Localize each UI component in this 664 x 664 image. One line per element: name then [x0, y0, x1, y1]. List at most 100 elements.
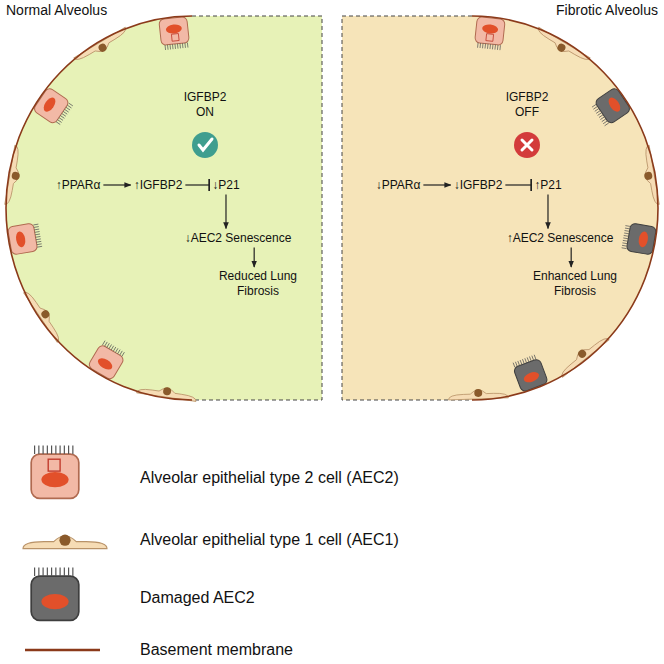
- arrow-connector: [571, 248, 572, 268]
- cilia: [499, 45, 501, 50]
- cilia: [623, 237, 628, 239]
- cilia: [600, 117, 604, 120]
- inhibition-connector: [505, 184, 531, 185]
- cell-nucleus: [59, 535, 70, 546]
- cilia: [55, 568, 56, 577]
- pathway-step: ↑AEC2 Senescence: [504, 229, 617, 248]
- cilia: [172, 44, 174, 49]
- cilia: [480, 43, 482, 48]
- icon-disc: [192, 132, 218, 158]
- cilia: [623, 240, 628, 242]
- cilia: [492, 44, 494, 49]
- cilia: [187, 43, 189, 48]
- cell-nucleus: [40, 309, 51, 320]
- cilia: [485, 44, 487, 49]
- cilia: [593, 106, 597, 109]
- cilia: [47, 446, 48, 455]
- cilia: [530, 357, 532, 362]
- cilia: [34, 229, 39, 231]
- pathway-step: Reduced Lung Fibrosis: [214, 267, 302, 301]
- cilia: [534, 355, 536, 360]
- cilia: [532, 356, 534, 361]
- cilia: [482, 43, 484, 48]
- cilia: [36, 238, 41, 240]
- pathway-step: ↑PPARα: [53, 176, 104, 195]
- cilia: [35, 231, 40, 233]
- cilia: [65, 109, 69, 112]
- alveolus-panel: Fibrotic AlveolusIGFBP2 OFF↓PPARα↓IGFBP2…: [338, 2, 662, 404]
- alveolus-fill: [6, 16, 322, 400]
- arrow-connector: [103, 184, 130, 185]
- legend-entry: Damaged AEC2: [140, 589, 255, 607]
- aec2-cell: [159, 17, 190, 51]
- pathway-step: IGFBP2 OFF: [493, 88, 561, 122]
- legend-entry: Alveolar epithelial type 1 cell (AEC1): [140, 531, 399, 549]
- legend-label: Alveolar epithelial type 1 cell (AEC1): [140, 531, 399, 549]
- legend-label: Damaged AEC2: [140, 589, 255, 607]
- cilia: [487, 44, 489, 49]
- cilia: [489, 44, 491, 49]
- cell-body: [7, 223, 37, 255]
- cell-body: [31, 454, 79, 498]
- cilia: [63, 111, 67, 114]
- cell-nucleus: [474, 389, 482, 397]
- cell-nucleus: [576, 348, 587, 359]
- cilia: [497, 45, 499, 50]
- granule: [171, 34, 179, 42]
- cilia: [603, 121, 607, 124]
- dashed-border: [342, 16, 472, 400]
- arrow-connector: [547, 195, 548, 229]
- cell-body: [24, 288, 65, 343]
- cilia: [520, 360, 522, 365]
- cilia: [60, 446, 61, 455]
- cilia: [103, 341, 106, 345]
- cilia: [625, 228, 630, 230]
- pathway-step: ↓P21: [209, 176, 242, 195]
- cilia: [33, 224, 38, 226]
- cilia: [67, 105, 71, 108]
- cilia: [57, 120, 61, 123]
- cell-nucleus: [522, 370, 540, 384]
- pathway-step: ↑IGFBP2: [131, 176, 186, 195]
- cell-body: [475, 17, 506, 46]
- pathway-step: ↓AEC2 Senescence: [182, 229, 295, 248]
- cilia: [595, 108, 599, 111]
- cilia: [120, 351, 123, 355]
- aec2-icon: [31, 446, 79, 499]
- pathway-step: ↓IGFBP2: [451, 176, 506, 195]
- cell-body: [31, 576, 79, 620]
- pathway-label: ↑AEC2 Senescence: [507, 231, 614, 246]
- pathway-label: Enhanced Lung Fibrosis: [529, 269, 621, 299]
- cilia: [170, 44, 172, 49]
- aec1-cell: [534, 27, 591, 66]
- cell-body: [74, 27, 130, 65]
- cilia: [64, 446, 65, 455]
- cell-nucleus: [15, 231, 27, 248]
- cilia: [62, 113, 66, 116]
- pathway-label: ↑PPARα: [56, 178, 101, 193]
- cilia: [622, 245, 627, 247]
- damaged-aec2-icon: [31, 568, 79, 621]
- cilia: [624, 235, 629, 237]
- cilia: [66, 107, 70, 110]
- cilia: [72, 568, 73, 577]
- cilia: [36, 241, 41, 243]
- cilia: [598, 113, 602, 116]
- damaged-aec2-cell: [511, 354, 548, 393]
- granule: [486, 34, 494, 42]
- cilia: [68, 446, 69, 455]
- pathway-label: Reduced Lung Fibrosis: [217, 269, 299, 299]
- cilia: [38, 568, 39, 577]
- arrow-connector: [225, 195, 226, 229]
- pathway-label: ↓IGFBP2: [454, 178, 503, 193]
- cilia: [111, 346, 114, 350]
- cilia: [602, 119, 606, 122]
- cilia: [60, 116, 64, 119]
- cilia: [599, 115, 603, 118]
- cell-body: [640, 145, 659, 206]
- cell-body: [534, 27, 590, 65]
- cilia: [522, 359, 524, 364]
- cilia: [36, 236, 41, 238]
